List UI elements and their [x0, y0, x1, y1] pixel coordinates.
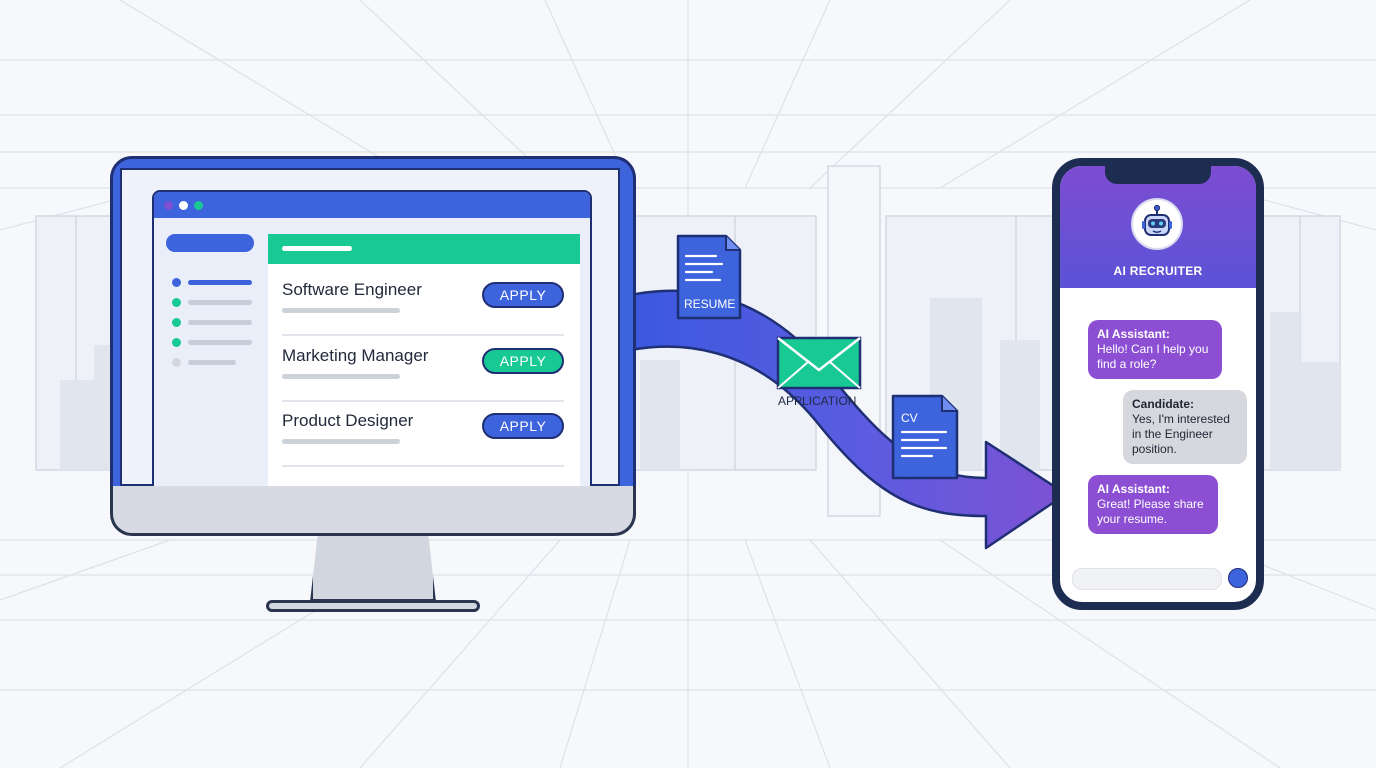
job-list-panel: Software Engineer APPLY Marketing Manage…	[268, 234, 580, 488]
chat-message-ai: AI Assistant: Great! Please share your r…	[1088, 475, 1218, 534]
monitor-screen: Software Engineer APPLY Marketing Manage…	[120, 168, 620, 488]
job-listing-1: Marketing Manager APPLY	[282, 340, 564, 402]
sidebar-item[interactable]	[172, 278, 262, 288]
phone-notch	[1105, 166, 1211, 184]
robot-icon	[1142, 204, 1172, 236]
window-dot-green[interactable]	[194, 201, 203, 210]
message-sender: AI Assistant:	[1097, 327, 1170, 341]
sidebar-item[interactable]	[172, 318, 262, 328]
job-listing-2: Product Designer APPLY	[282, 405, 564, 467]
job-title: Product Designer	[282, 411, 414, 430]
browser-title-bar	[154, 192, 590, 218]
sidebar-primary-button[interactable]	[166, 234, 254, 252]
sidebar-bullet-icon	[172, 298, 181, 307]
application-label: APPLICATION	[778, 394, 857, 408]
flow-arrow	[590, 289, 1068, 550]
sidebar-bullet-icon	[172, 338, 181, 347]
robot-avatar	[1131, 198, 1183, 250]
monitor-stand	[310, 536, 436, 602]
sidebar-item[interactable]	[172, 358, 262, 368]
monitor-chin	[110, 486, 636, 536]
browser-window: Software Engineer APPLY Marketing Manage…	[152, 190, 592, 488]
desktop-monitor: Software Engineer APPLY Marketing Manage…	[110, 156, 636, 612]
message-sender: AI Assistant:	[1097, 482, 1170, 496]
apply-button-software-engineer[interactable]: APPLY	[482, 282, 564, 308]
sidebar-bullet-icon	[172, 358, 181, 367]
monitor-base	[266, 600, 480, 612]
job-listing-0: Software Engineer APPLY	[282, 274, 564, 336]
resume-label: RESUME	[684, 297, 736, 311]
job-title: Software Engineer	[282, 280, 422, 299]
apply-button-product-designer[interactable]: APPLY	[482, 413, 564, 439]
sidebar-bullet-icon	[172, 278, 181, 287]
message-text: Great! Please share your resume.	[1097, 497, 1204, 526]
apply-button-marketing-manager[interactable]: APPLY	[482, 348, 564, 374]
message-text: Hello! Can I help you find a role?	[1097, 342, 1209, 371]
sidebar-item[interactable]	[172, 298, 262, 308]
chat-title: AI RECRUITER	[1113, 264, 1203, 278]
cv-doc-icon	[891, 394, 959, 480]
envelope-icon	[776, 336, 862, 390]
window-dot-purple[interactable]	[164, 201, 173, 210]
chat-message-ai: AI Assistant: Hello! Can I help you find…	[1088, 320, 1222, 379]
chat-header: AI RECRUITER	[1060, 166, 1256, 288]
job-list-header	[268, 234, 580, 264]
send-button[interactable]	[1228, 568, 1248, 588]
cv-label: CV	[901, 411, 918, 425]
job-title: Marketing Manager	[282, 346, 429, 365]
sidebar-item[interactable]	[172, 338, 262, 348]
chat-message-candidate: Candidate: Yes, I'm interested in the En…	[1123, 390, 1247, 464]
message-sender: Candidate:	[1132, 397, 1195, 411]
window-dot-white[interactable]	[179, 201, 188, 210]
chat-input[interactable]	[1072, 568, 1222, 590]
smartphone: AI RECRUITER AI Assistant: Hello! Can I …	[1052, 158, 1264, 610]
message-text: Yes, I'm interested in the Engineer posi…	[1132, 412, 1230, 456]
sidebar-bullet-icon	[172, 318, 181, 327]
resume-doc-icon	[676, 234, 742, 320]
